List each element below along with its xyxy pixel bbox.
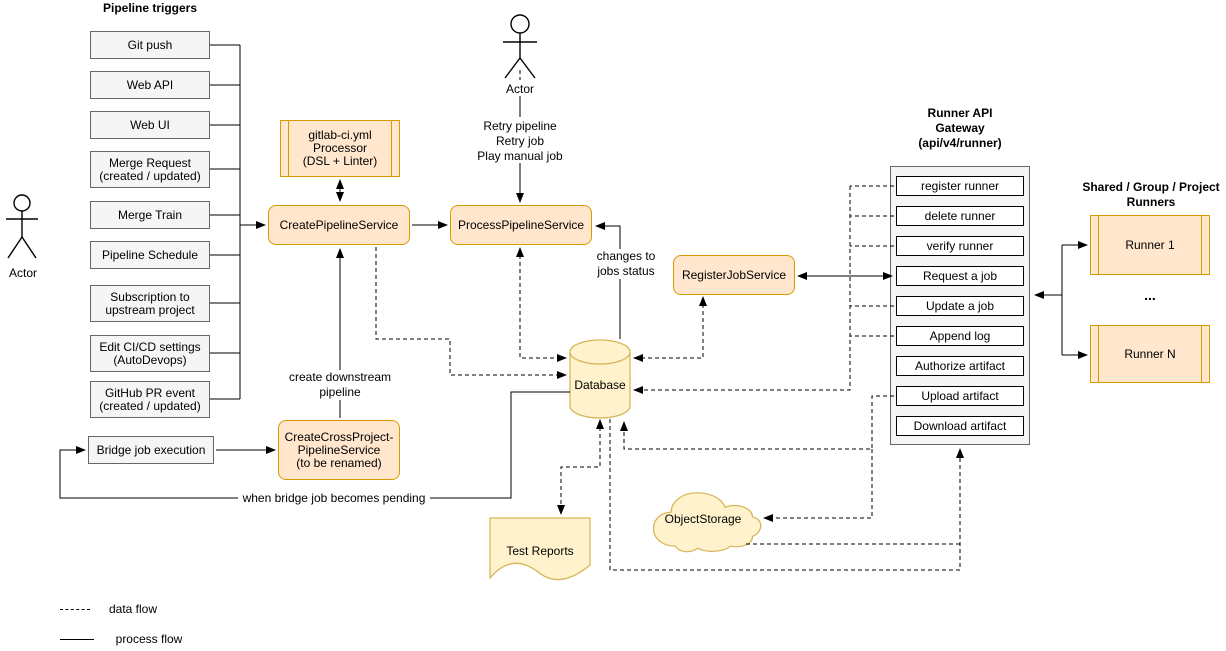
database-label: Database <box>574 378 626 392</box>
trigger-web-ui: Web UI <box>90 111 210 139</box>
runners-title: Shared / Group / Project Runners <box>1082 180 1220 209</box>
legend-data-flow-label: data flow <box>108 602 158 616</box>
changes-to-jobs-status-note: changes to jobs status <box>593 249 659 279</box>
gitlab-ci-yml-processor: gitlab-ci.yml Processor (DSL + Linter) <box>280 120 400 177</box>
top-actor-label: Actor <box>505 82 534 96</box>
endpoint-register-runner: register runner <box>896 176 1024 196</box>
endpoint-request-a-job: Request a job <box>896 266 1024 286</box>
register-job-service: RegisterJobService <box>673 255 795 295</box>
endpoint-delete-runner: delete runner <box>896 206 1024 226</box>
actor-icon <box>6 194 38 259</box>
create-pipeline-service: CreatePipelineService <box>268 205 410 245</box>
trigger-bridge-job: Bridge job execution <box>88 436 214 464</box>
endpoint-update-a-job: Update a job <box>896 296 1024 316</box>
trigger-subscription: Subscription to upstream project <box>90 285 210 322</box>
trigger-edit-cicd: Edit CI/CD settings (AutoDevops) <box>90 335 210 372</box>
test-reports-label: Test Reports <box>506 544 574 558</box>
trigger-github-pr: GitHub PR event (created / updated) <box>90 381 210 418</box>
pipeline-triggers-title: Pipeline triggers <box>102 1 198 15</box>
runner-n: Runner N <box>1090 325 1210 383</box>
trigger-git-push: Git push <box>90 31 210 59</box>
endpoint-verify-runner: verify runner <box>896 236 1024 256</box>
trigger-merge-request: Merge Request (created / updated) <box>90 151 210 188</box>
endpoint-upload-artifact: Upload artifact <box>896 386 1024 406</box>
legend-dashed-line <box>60 609 90 610</box>
endpoint-append-log: Append log <box>896 326 1024 346</box>
process-pipeline-service: ProcessPipelineService <box>450 205 592 245</box>
runner-api-gateway-title: Runner API Gateway (api/v4/runner) <box>918 106 1002 150</box>
runners-ellipsis: ... <box>1144 287 1156 303</box>
runner-1: Runner 1 <box>1090 215 1210 275</box>
object-storage-label: ObjectStorage <box>664 512 742 526</box>
actor-icon <box>503 14 537 79</box>
endpoint-download-artifact: Download artifact <box>896 416 1024 436</box>
trigger-merge-train: Merge Train <box>90 201 210 229</box>
legend-process-flow-label: process flow <box>115 632 183 646</box>
endpoint-authorize-artifact: Authorize artifact <box>896 356 1024 376</box>
trigger-web-api: Web API <box>90 71 210 99</box>
legend-solid-line <box>60 639 94 640</box>
when-bridge-job-note: when bridge job becomes pending <box>238 491 430 506</box>
trigger-pipeline-schedule: Pipeline Schedule <box>90 241 210 269</box>
create-downstream-pipeline-note: create downstream pipeline <box>282 370 398 400</box>
left-actor-label: Actor <box>8 266 37 280</box>
create-cross-project-pipeline-service: CreateCrossProject- PipelineService (to … <box>278 420 400 480</box>
top-actor-actions: Retry pipeline Retry job Play manual job <box>477 119 563 163</box>
